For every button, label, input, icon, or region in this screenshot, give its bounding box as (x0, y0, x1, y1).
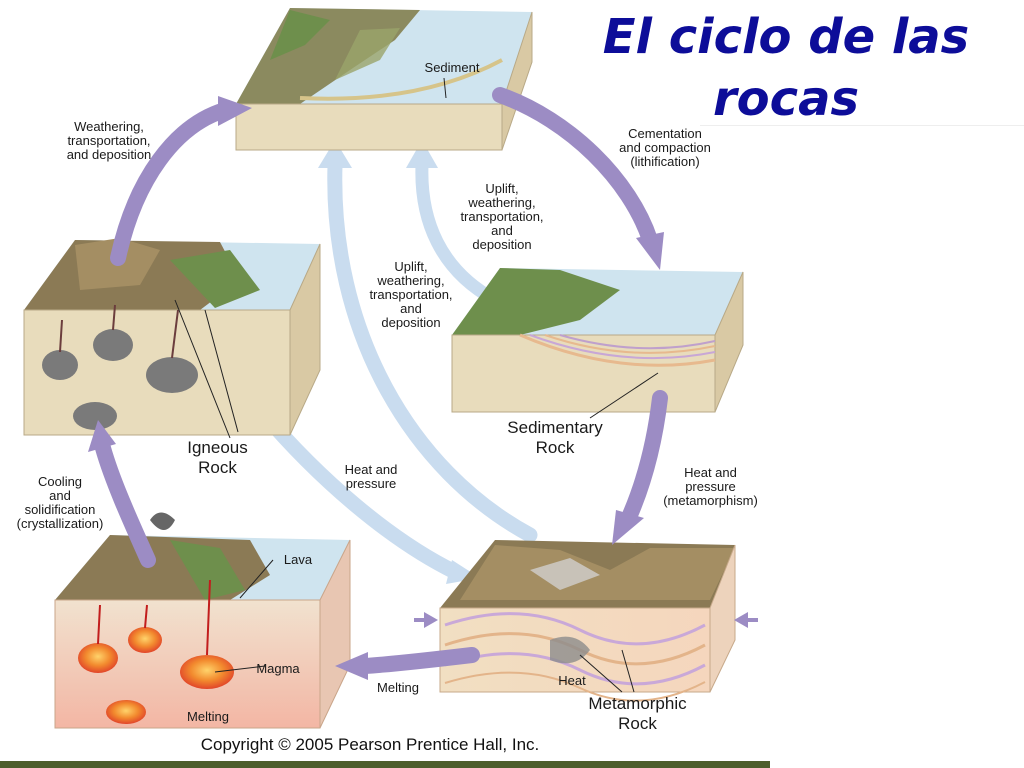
label-weathering: Weathering, transportation, and depositi… (66, 119, 152, 162)
label-heat-pressure-sedimentary: Heat and pressure (metamorphism) (663, 465, 758, 508)
pluton-4 (73, 402, 117, 430)
label-uplift-inner: Uplift, weathering, transportation, and … (460, 181, 544, 252)
footer-bar (0, 761, 770, 768)
arrow-melting-head (335, 652, 368, 680)
label-heat-pressure-igneous: Heat and pressure (344, 462, 398, 491)
magma-chamber-3 (180, 655, 234, 689)
sediment-block (235, 8, 533, 151)
arrow-uplift-metamorphic-to-sediment (327, 157, 538, 543)
pressure-arrow-right (734, 612, 758, 628)
label-magma: Magma (256, 661, 300, 676)
pressure-arrow-left (414, 612, 438, 628)
arrow-uplift-sedimentary-to-sediment-head (406, 140, 438, 168)
arrow-melting (357, 647, 480, 674)
pluton-2 (93, 329, 133, 361)
igneous-block (23, 238, 321, 436)
label-igneous-rock: Igneous Rock (187, 438, 248, 477)
arrow-cooling-head (88, 420, 116, 452)
magma-chamber-4 (106, 700, 146, 724)
arrow-weathering-head (218, 96, 252, 126)
pluton-3 (146, 357, 198, 393)
label-lava: Lava (283, 552, 313, 567)
label-sediment: Sediment (424, 60, 480, 75)
major-arrows (88, 87, 668, 680)
arrow-cooling (95, 440, 156, 568)
arrow-igneous-to-metamorphic (254, 404, 463, 580)
label-metamorphic-rock: Metamorphic Rock (588, 694, 687, 733)
label-sedimentary-rock: Sedimentary Rock (507, 418, 603, 457)
arrow-uplift-metamorphic-to-sediment-head (318, 140, 352, 168)
arrow-heat-pressure (622, 390, 668, 523)
sedimentary-block (451, 268, 744, 413)
metamorphic-block (414, 540, 758, 702)
arrow-cementation (492, 87, 658, 248)
arrow-cementation-head (636, 232, 664, 270)
arrow-uplift-sedimentary-to-sediment (415, 158, 502, 307)
label-cooling: Cooling and solidification (crystallizat… (16, 474, 104, 531)
arrow-heat-pressure-head (612, 510, 644, 545)
arrow-weathering (110, 102, 233, 266)
label-melting-process: Melting (377, 680, 419, 695)
magma-chamber-1 (78, 643, 118, 673)
label-melting-chamber: Melting (187, 709, 229, 724)
title-divider (700, 125, 1024, 126)
pluton-1 (42, 350, 78, 380)
label-heat: Heat (558, 673, 586, 688)
label-cementation: Cementation and compaction (lithificatio… (619, 126, 711, 169)
magma-block (54, 512, 351, 729)
minor-arrows (254, 140, 538, 584)
leader-lines (174, 77, 659, 693)
slide-title: El ciclo de las rocas (602, 9, 970, 127)
copyright-notice: Copyright © 2005 Pearson Prentice Hall, … (200, 735, 540, 754)
magma-chamber-2 (128, 627, 162, 653)
label-uplift-outer: Uplift, weathering, transportation, and … (369, 259, 453, 330)
